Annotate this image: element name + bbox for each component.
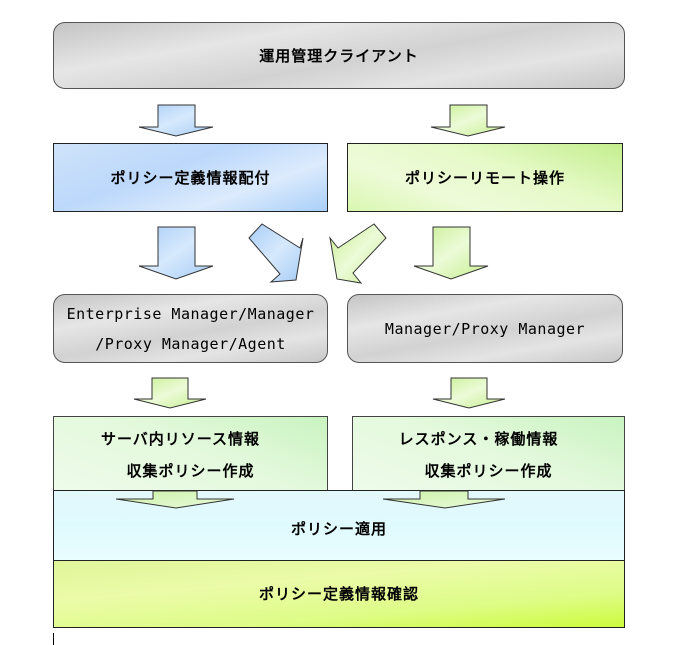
policy-distribution-label: ポリシー定義情報配付 — [110, 168, 271, 187]
arrow-down-blue-1 — [138, 104, 214, 137]
operations-client-box: 運用管理クライアント — [53, 22, 625, 89]
response-operation-policy-line1: レスポンス・稼働情報 — [398, 430, 559, 448]
arrow-diagonal-green — [329, 223, 387, 284]
response-operation-policy-line2: 収集ポリシー作成 — [424, 462, 553, 480]
managers-agent-line1: Enterprise Manager/Manager — [66, 304, 315, 323]
server-resource-policy-line1: サーバ内リソース情報 — [100, 430, 261, 448]
arrow-down-blue-2 — [138, 226, 214, 280]
policy-remote-operation-label: ポリシーリモート操作 — [404, 168, 565, 187]
policy-confirm-label: ポリシー定義情報確認 — [258, 585, 419, 603]
manager-proxy-label: Manager/Proxy Manager — [384, 319, 586, 338]
policy-confirm-band: ポリシー定義情報確認 — [53, 560, 625, 628]
arrow-down-green-2 — [413, 226, 489, 280]
arrow-down-green-3 — [133, 377, 207, 409]
operations-client-label: 運用管理クライアント — [259, 46, 419, 65]
arrow-down-green-4 — [432, 377, 506, 409]
arrow-down-apply-right — [382, 490, 506, 509]
server-resource-policy-line2: 収集ポリシー作成 — [126, 462, 255, 480]
arrow-down-green-1 — [430, 104, 506, 137]
arrow-diagonal-blue — [248, 223, 304, 283]
server-resource-policy-box: サーバ内リソース情報 収集ポリシー作成 — [53, 416, 328, 491]
policy-remote-operation-box: ポリシーリモート操作 — [347, 143, 623, 212]
arrow-down-apply-left — [115, 490, 235, 509]
manager-proxy-box: Manager/Proxy Manager — [347, 294, 623, 363]
managers-agent-line2: /Proxy Manager/Agent — [95, 334, 286, 353]
policy-distribution-box: ポリシー定義情報配付 — [53, 143, 328, 212]
managers-agent-box: Enterprise Manager/Manager /Proxy Manage… — [53, 294, 328, 363]
response-operation-policy-box: レスポンス・稼働情報 収集ポリシー作成 — [352, 416, 625, 491]
policy-apply-label: ポリシー適用 — [290, 519, 387, 538]
text-cursor — [53, 633, 54, 645]
